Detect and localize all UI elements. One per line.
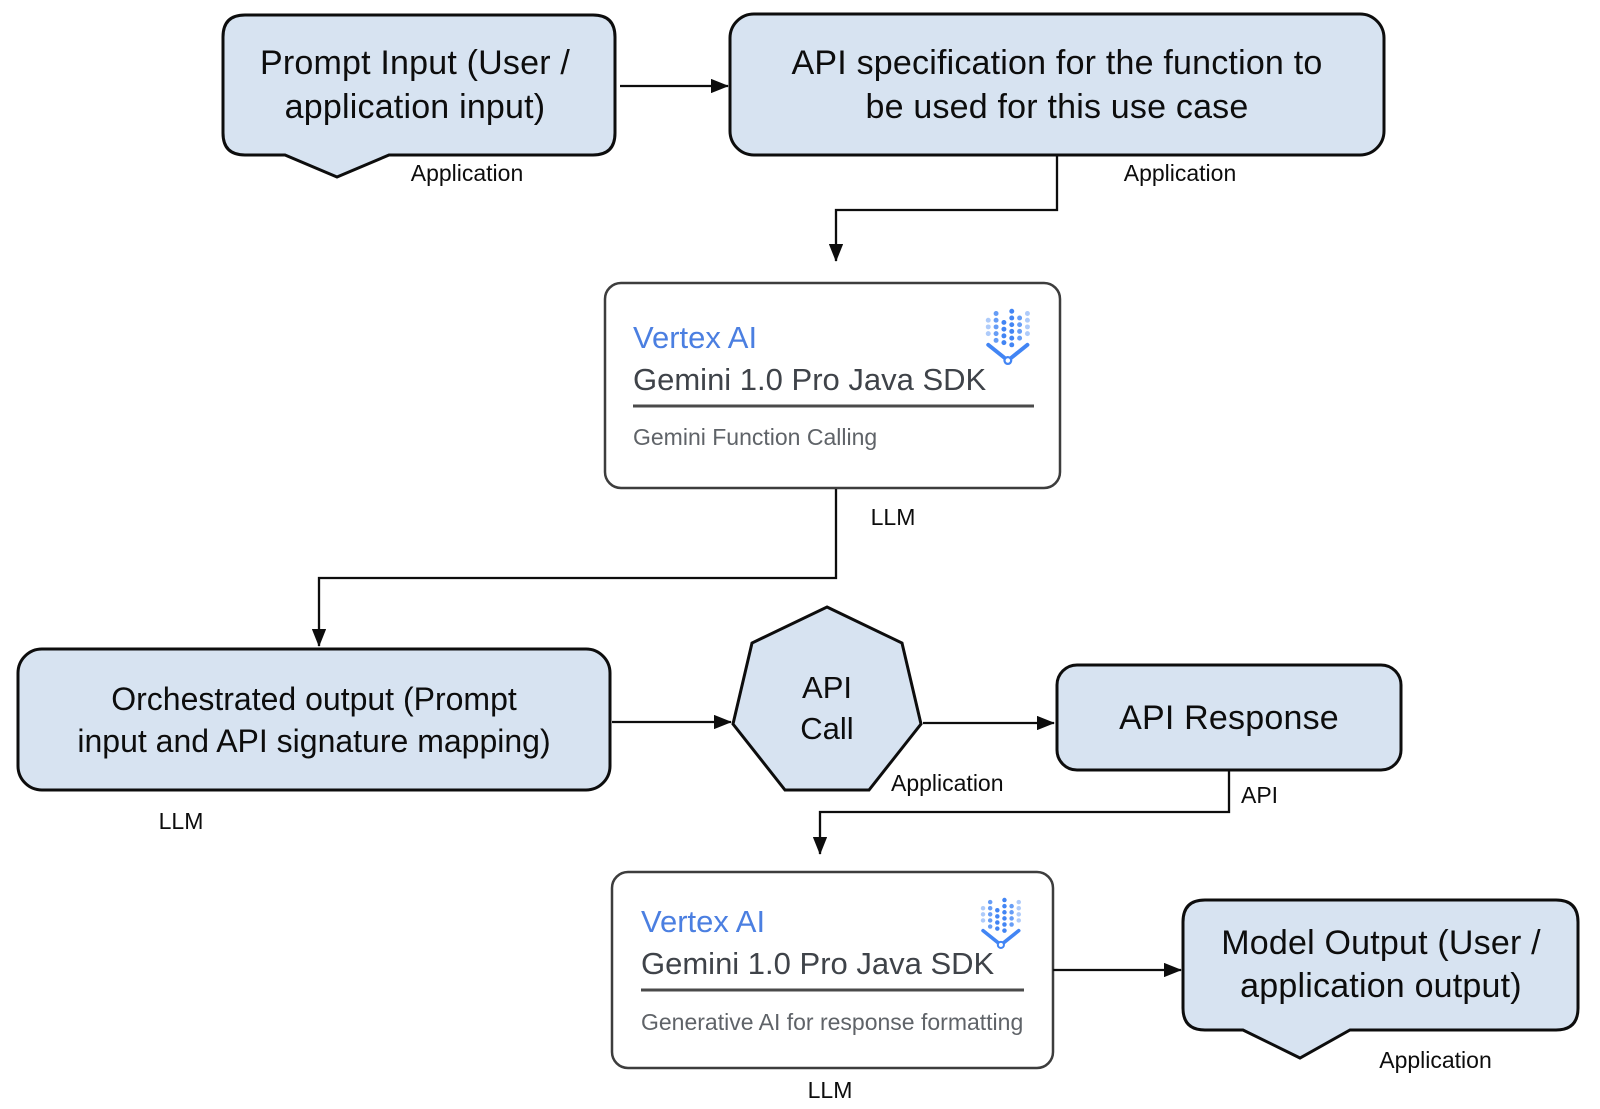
- api-call-tag: Application: [891, 770, 1004, 796]
- model-output-line1: Model Output (User /: [1221, 924, 1541, 962]
- orchestrated-output-box-shape: [16, 647, 612, 792]
- gemini-sdk-title: Gemini 1.0 Pro Java SDK: [633, 362, 987, 397]
- orchestrated-output-node: Orchestrated output (Prompt input and AP…: [38, 662, 590, 778]
- api-spec-node: API specification for the function to be…: [760, 18, 1354, 151]
- api-response-box-shape: [1055, 663, 1403, 772]
- model-output-node: Model Output (User / application output): [1193, 908, 1569, 1022]
- connector-llm1-to-orchestrated: [311, 489, 838, 647]
- gemini-function-calling-subtitle: Gemini Function Calling: [633, 424, 878, 450]
- api-spec-line2: be used for this use case: [865, 87, 1249, 126]
- llm1-tag: LLM: [870, 504, 916, 530]
- prompt-input-line1: Prompt Input (User /: [259, 44, 571, 82]
- api-call-line1: API: [802, 670, 852, 705]
- connector-apiresponse-to-llm2: [812, 771, 1231, 855]
- vertex-ai-product-label: Vertex AI: [641, 904, 766, 939]
- gemini-sdk-title: Gemini 1.0 Pro Java SDK: [641, 946, 995, 981]
- vertex-ai-product-label: Vertex AI: [633, 320, 758, 355]
- gemini-function-calling-card-shape: [603, 281, 1062, 490]
- api-response-label: API Response: [1119, 698, 1339, 737]
- prompt-input-node: Prompt Input (User / application input): [233, 22, 597, 148]
- api-call-node: API Call: [742, 662, 912, 754]
- api-response-node: API Response: [1065, 669, 1393, 766]
- orchestrated-output-line1: Orchestrated output (Prompt: [111, 681, 517, 717]
- api-call-line2: Call: [800, 711, 854, 746]
- prompt-input-tag: Application: [410, 160, 524, 186]
- orchestrated-output-tag: LLM: [158, 808, 204, 834]
- model-output-tag: Application: [1379, 1047, 1492, 1073]
- api-response-tag: API: [1241, 782, 1279, 808]
- gemini-response-formatting-subtitle: Generative AI for response formatting: [641, 1009, 1024, 1035]
- api-call-heptagon-shape: [731, 605, 923, 792]
- connector-apispec-to-llm1: [828, 156, 1059, 262]
- llm2-tag: LLM: [807, 1077, 853, 1103]
- api-spec-box-shape: [728, 12, 1386, 157]
- prompt-input-bubble-shape: [221, 13, 617, 179]
- model-output-line2: application output): [1240, 967, 1522, 1005]
- api-spec-line1: API specification for the function to: [791, 43, 1323, 82]
- api-spec-tag: Application: [1123, 160, 1237, 186]
- prompt-input-line2: application input): [284, 88, 546, 126]
- model-output-bubble-shape: [1181, 898, 1580, 1060]
- orchestrated-output-line2: input and API signature mapping): [77, 723, 551, 759]
